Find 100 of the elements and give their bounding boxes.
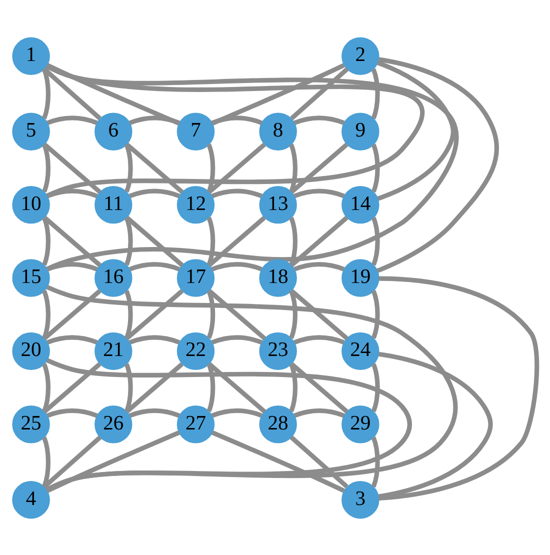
connector bbox=[211, 408, 262, 418]
connector bbox=[43, 215, 102, 267]
connector bbox=[211, 188, 262, 198]
connector bbox=[294, 261, 345, 271]
connector bbox=[125, 362, 184, 413]
node-circle: 25 bbox=[12, 405, 50, 443]
node-circle: 3 bbox=[342, 480, 380, 518]
node-circle: 21 bbox=[94, 332, 132, 370]
connector bbox=[42, 66, 102, 120]
node-circle: 24 bbox=[342, 332, 380, 370]
connector bbox=[42, 216, 50, 266]
connector bbox=[289, 290, 298, 338]
connector bbox=[208, 142, 266, 194]
connector bbox=[371, 68, 380, 119]
connector bbox=[124, 290, 133, 338]
connector bbox=[290, 435, 348, 488]
connector bbox=[129, 115, 180, 125]
connector bbox=[124, 216, 133, 266]
connector bbox=[43, 435, 102, 488]
connector bbox=[46, 334, 98, 344]
connector bbox=[125, 288, 184, 340]
node-circle: 1 bbox=[12, 36, 50, 75]
connector bbox=[129, 261, 180, 271]
connector bbox=[208, 215, 266, 267]
connector bbox=[42, 290, 50, 338]
connector bbox=[46, 261, 98, 271]
connector bbox=[371, 436, 380, 487]
connector bbox=[290, 215, 348, 267]
connector bbox=[124, 362, 133, 412]
connector bbox=[43, 142, 102, 194]
connector bbox=[294, 115, 345, 125]
connector bbox=[42, 436, 50, 487]
connector bbox=[42, 143, 50, 192]
node-circle: 4 bbox=[12, 480, 50, 518]
node-circle: 27 bbox=[176, 405, 215, 443]
connector bbox=[126, 215, 184, 267]
connector bbox=[211, 115, 262, 125]
connector bbox=[46, 430, 180, 492]
node-circle: 14 bbox=[342, 185, 380, 224]
connector bbox=[376, 56, 499, 272]
connector bbox=[294, 408, 345, 418]
connector bbox=[371, 362, 380, 412]
node-circle: 28 bbox=[259, 405, 297, 443]
node-circle: 29 bbox=[342, 405, 380, 443]
connector bbox=[371, 290, 380, 338]
node-circle: 11 bbox=[94, 185, 132, 224]
node-circle: 19 bbox=[342, 258, 380, 296]
node-circle: 16 bbox=[94, 258, 132, 296]
connector bbox=[211, 334, 262, 344]
connector bbox=[42, 68, 50, 119]
connector bbox=[46, 115, 98, 125]
node-circle: 18 bbox=[259, 258, 297, 296]
node-circle: 13 bbox=[259, 185, 297, 224]
connector bbox=[294, 188, 345, 198]
node-circle: 22 bbox=[176, 332, 215, 370]
node-circle: 17 bbox=[176, 258, 215, 296]
node-circle: 12 bbox=[176, 185, 215, 224]
connector bbox=[46, 64, 424, 198]
node-circle: 8 bbox=[259, 112, 297, 150]
connector bbox=[289, 216, 298, 266]
connector bbox=[294, 334, 345, 344]
connector bbox=[129, 408, 180, 418]
connector bbox=[42, 288, 102, 340]
connector bbox=[129, 334, 180, 344]
connector bbox=[208, 362, 266, 413]
node-circle: 7 bbox=[176, 112, 215, 150]
connector bbox=[378, 351, 493, 498]
connector bbox=[206, 362, 216, 412]
connector bbox=[46, 284, 458, 492]
connector bbox=[46, 188, 98, 198]
connector bbox=[46, 358, 412, 492]
connector bbox=[206, 290, 216, 338]
node-circle: 10 bbox=[12, 185, 50, 224]
connector bbox=[290, 362, 349, 413]
connector bbox=[211, 62, 345, 126]
connector bbox=[42, 362, 50, 412]
connector bbox=[46, 64, 458, 271]
connector bbox=[211, 430, 345, 492]
node-circle: 20 bbox=[12, 332, 50, 370]
connector bbox=[290, 66, 349, 120]
node-circle: 2 bbox=[342, 36, 380, 75]
connector bbox=[42, 362, 102, 413]
connector bbox=[46, 62, 180, 126]
connector bbox=[211, 261, 262, 271]
node-circle: 6 bbox=[94, 112, 132, 150]
connector bbox=[371, 143, 380, 192]
connector bbox=[371, 216, 380, 266]
connector bbox=[289, 362, 298, 412]
connector bbox=[129, 188, 180, 198]
connector bbox=[206, 216, 216, 266]
connector bbox=[206, 143, 216, 192]
connector bbox=[376, 60, 456, 200]
connector bbox=[378, 276, 540, 500]
node-circle: 15 bbox=[12, 258, 50, 296]
node-circle: 5 bbox=[12, 112, 50, 150]
connector bbox=[290, 142, 348, 194]
connector bbox=[208, 288, 266, 340]
node-circle: 9 bbox=[342, 112, 380, 150]
connector bbox=[124, 143, 133, 192]
node-circle: 23 bbox=[259, 332, 297, 370]
